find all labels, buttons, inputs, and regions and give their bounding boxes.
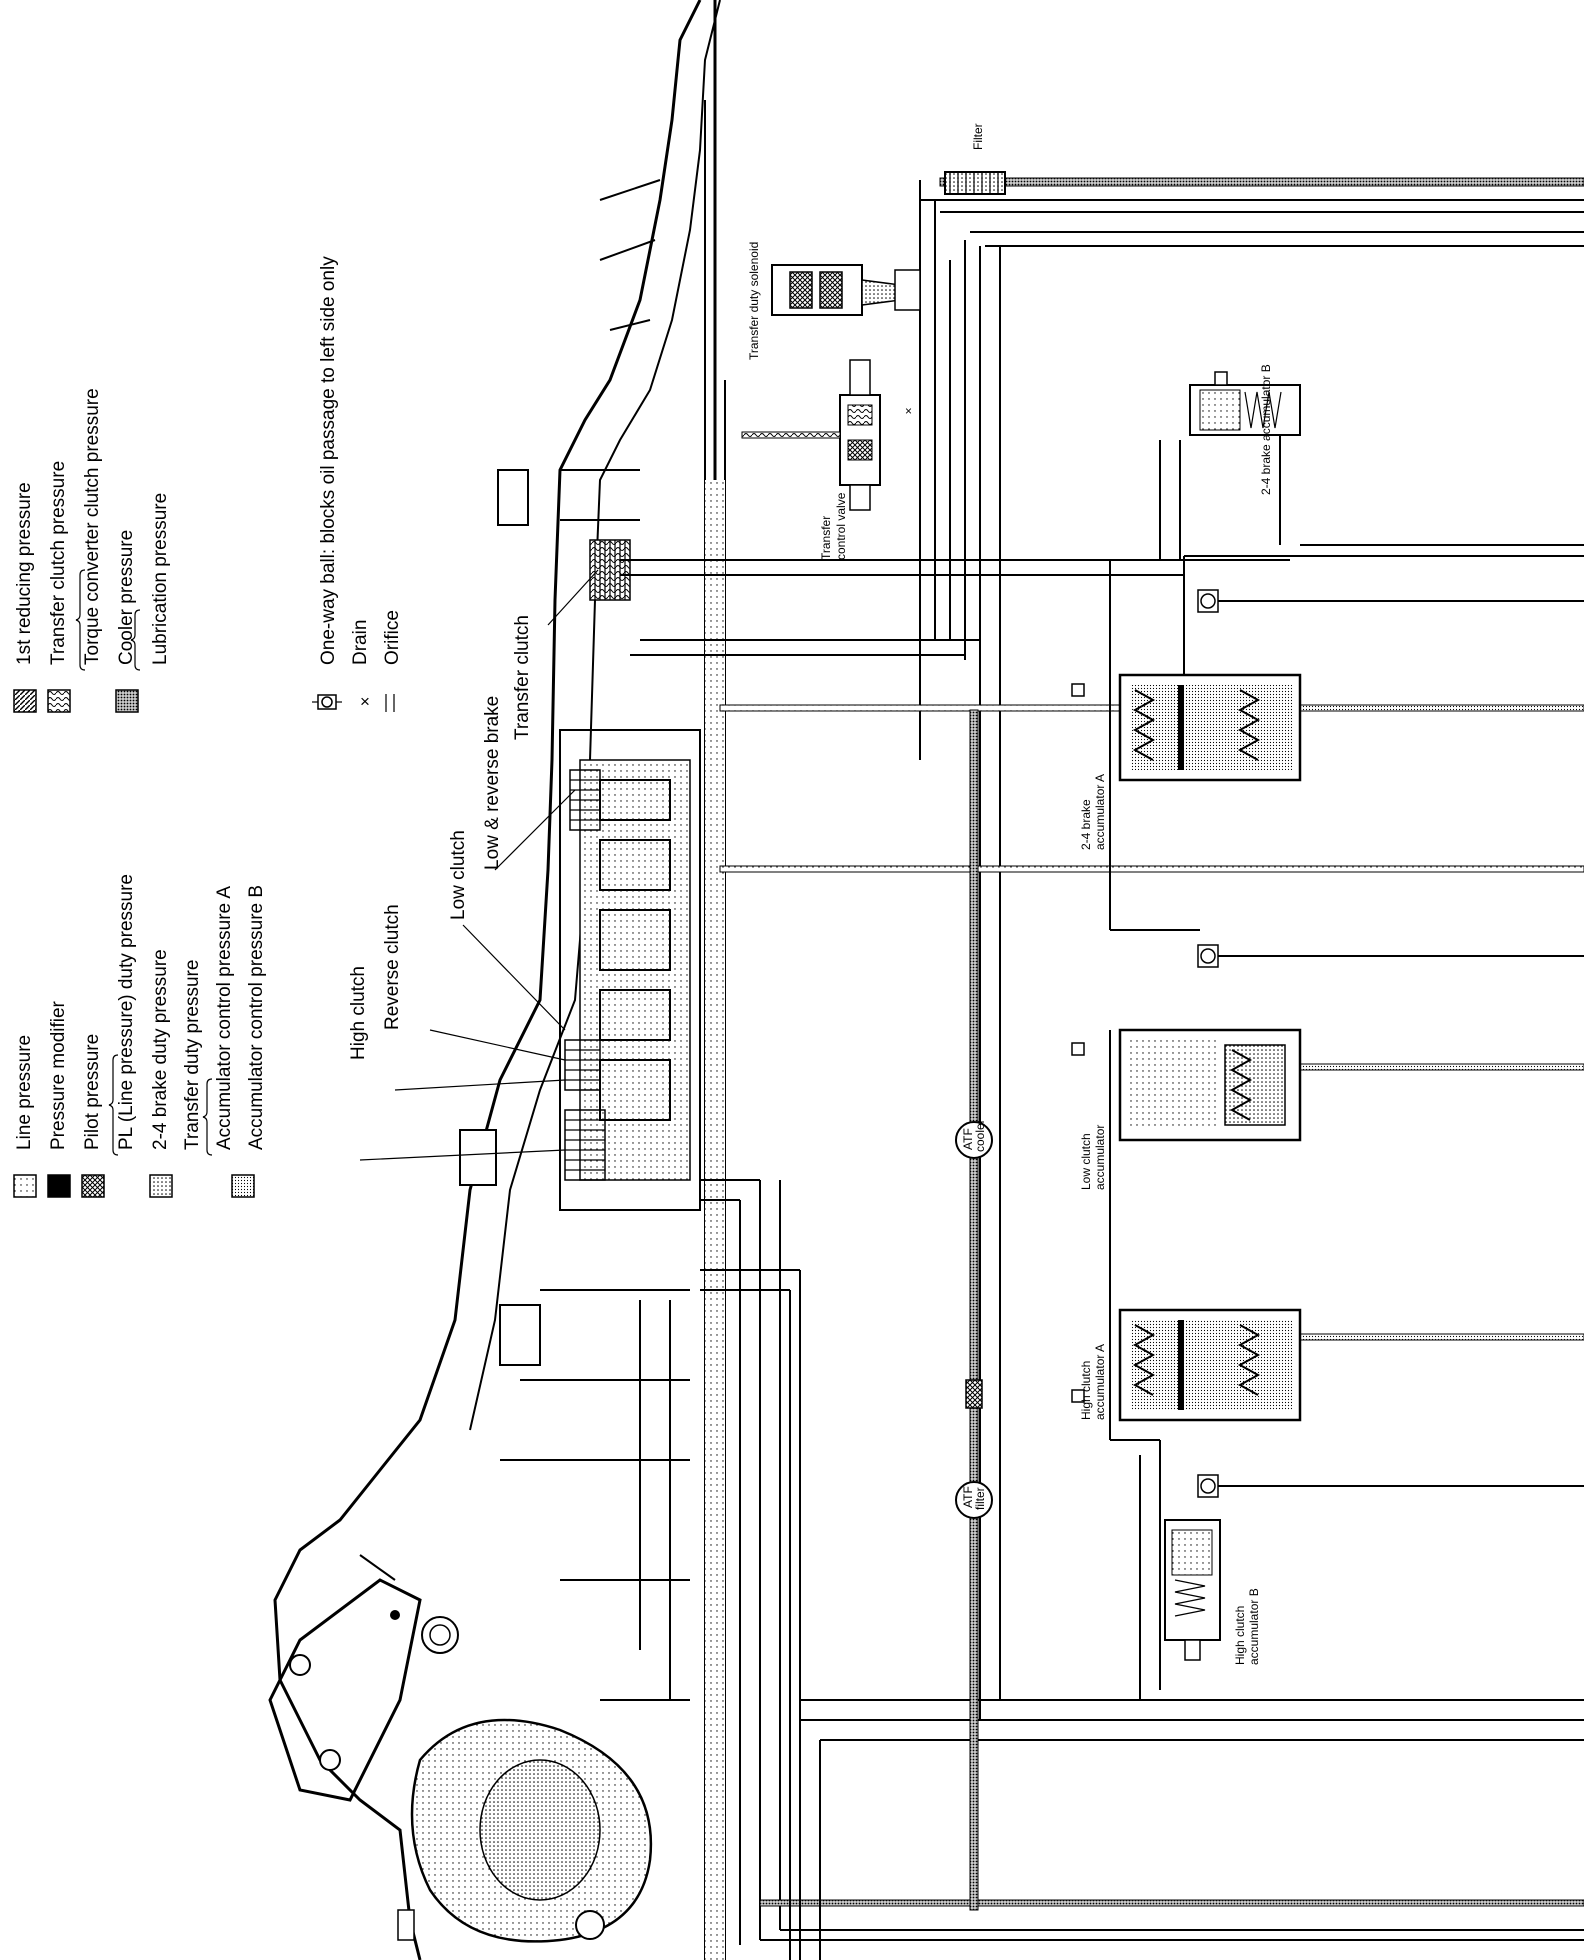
- low-clutch-accumulator: [1071, 1028, 1302, 1142]
- low-clutch-accumulator-label-1: Low clutch: [1079, 1133, 1093, 1190]
- transfer-control-valve: ×: [741, 359, 912, 511]
- legend: Line pressure Pressure modifier Pilot pr…: [13, 256, 403, 1198]
- transfer-clutch-label: Transfer clutch: [512, 615, 533, 740]
- low-clutch-label: Low clutch: [448, 830, 469, 920]
- legend-label-lubrication: Lubrication pressure: [150, 493, 171, 665]
- transmission-housing: [268, 0, 726, 1960]
- atf-filter-label-2: filter: [973, 1487, 987, 1510]
- legend-label-pressure-modifier: Pressure modifier: [48, 1000, 69, 1150]
- transfer-duty-solenoid: [771, 264, 921, 316]
- legend-label-transfer-duty: Transfer duty pressure: [182, 960, 203, 1150]
- legend-swatch-transfer-clutch: [47, 689, 71, 713]
- low-reverse-brake-pack: [569, 769, 601, 831]
- legend-brace-converter: [75, 569, 86, 671]
- legend-label-pl-duty: PL (Line pressure) duty pressure: [116, 874, 137, 1150]
- legend-label-torque-converter: Torque converter clutch pressure: [82, 388, 103, 665]
- legend-label-drain: Drain: [350, 620, 371, 665]
- oil-passages: [620, 177, 1584, 1960]
- transfer-control-valve-label-2: control valve: [834, 492, 848, 560]
- legend-label-pilot-pressure: Pilot pressure: [82, 1034, 103, 1150]
- brake-24-accumulator-a-label-2: accumulator A: [1093, 774, 1107, 850]
- brake-24-accumulator-a-label-1: 2-4 brake: [1079, 799, 1093, 850]
- atf-filter: [955, 1379, 993, 1519]
- legend-swatch-accumulator-pressures: [231, 1174, 255, 1198]
- legend-swatch-duty-pressures: [149, 1174, 173, 1198]
- brake-24-accumulator-b: [1189, 371, 1301, 436]
- accumulator-passages: [1109, 435, 1584, 1700]
- one-way-ball-icon: [312, 694, 342, 710]
- transfer-duty-solenoid-label: Transfer duty solenoid: [747, 242, 761, 360]
- legend-brace-duty: [108, 1054, 119, 1156]
- one-way-ball-icon: [1197, 589, 1219, 613]
- legend-label-1st-reducing: 1st reducing pressure: [14, 482, 35, 665]
- reverse-clutch-pack: [564, 1039, 601, 1091]
- atf-cooler-label-2: cooler: [973, 1119, 987, 1152]
- legend-swatch-line-pressure: [13, 1174, 37, 1198]
- legend-swatch-pressure-modifier: [47, 1174, 71, 1198]
- drain-icon: ×: [360, 692, 370, 711]
- legend-label-acc-a: Accumulator control pressure A: [214, 886, 235, 1150]
- atf-cooler-label-1: ATF: [961, 1128, 975, 1150]
- legend-swatch-pilot-pressure: [81, 1174, 105, 1198]
- high-clutch-accumulator-a-label-2: accumulator A: [1093, 1344, 1107, 1420]
- atf-filter-label-1: ATF: [961, 1486, 975, 1508]
- high-clutch-accumulator-a-label-1: High clutch: [1079, 1361, 1093, 1420]
- atf-cooler: [955, 1121, 993, 1159]
- legend-label-24-brake-duty: 2-4 brake duty pressure: [150, 949, 171, 1150]
- high-clutch-accumulator-b-label-1: High clutch: [1233, 1606, 1247, 1665]
- high-clutch-accumulator-b-label-2: accumulator B: [1247, 1588, 1261, 1665]
- high-clutch-accumulator-b: [1164, 1519, 1221, 1661]
- legend-label-orifice: Orifice: [382, 610, 403, 665]
- drain-icon: ×: [905, 404, 912, 418]
- transfer-clutch-pack: [589, 539, 631, 601]
- low-clutch-accumulator-label-2: accumulator: [1093, 1125, 1107, 1190]
- filter-label: Filter: [971, 123, 985, 150]
- reverse-clutch-label: Reverse clutch: [382, 904, 403, 1030]
- torque-converter: [397, 1718, 653, 1943]
- legend-swatch-cooler-lubrication: [115, 689, 139, 713]
- legend-label-acc-b: Accumulator control pressure B: [246, 885, 267, 1150]
- brake-24-accumulator-b-label: 2-4 brake accumulator B: [1259, 364, 1273, 495]
- one-way-ball-icon: [1197, 1474, 1219, 1498]
- transfer-control-valve-label-1: Transfer: [819, 516, 833, 560]
- callouts: [359, 569, 599, 1161]
- legend-label-transfer-clutch: Transfer clutch pressure: [48, 461, 69, 665]
- legend-label-one-way-ball: One-way ball: blocks oil passage to left…: [318, 256, 339, 665]
- one-way-ball-icon: [1197, 944, 1219, 968]
- legend-label-line-pressure: Line pressure: [14, 1035, 35, 1150]
- legend-brace-accumulator: [202, 1078, 213, 1156]
- legend-label-cooler: Cooler pressure: [116, 530, 137, 665]
- legend-brace-cooler: [130, 609, 141, 671]
- legend-swatch-1st-reducing: [13, 689, 37, 713]
- high-clutch-accumulator-a: [1071, 1308, 1302, 1422]
- filter: [944, 171, 1006, 195]
- low-reverse-brake-label: Low & reverse brake: [482, 696, 503, 870]
- orifice-icon: [385, 694, 395, 712]
- high-clutch-pack: [564, 1109, 606, 1181]
- brake-24-accumulator-a: [1071, 673, 1302, 782]
- high-clutch-label: High clutch: [348, 966, 369, 1060]
- housing-arm: [268, 1554, 459, 1802]
